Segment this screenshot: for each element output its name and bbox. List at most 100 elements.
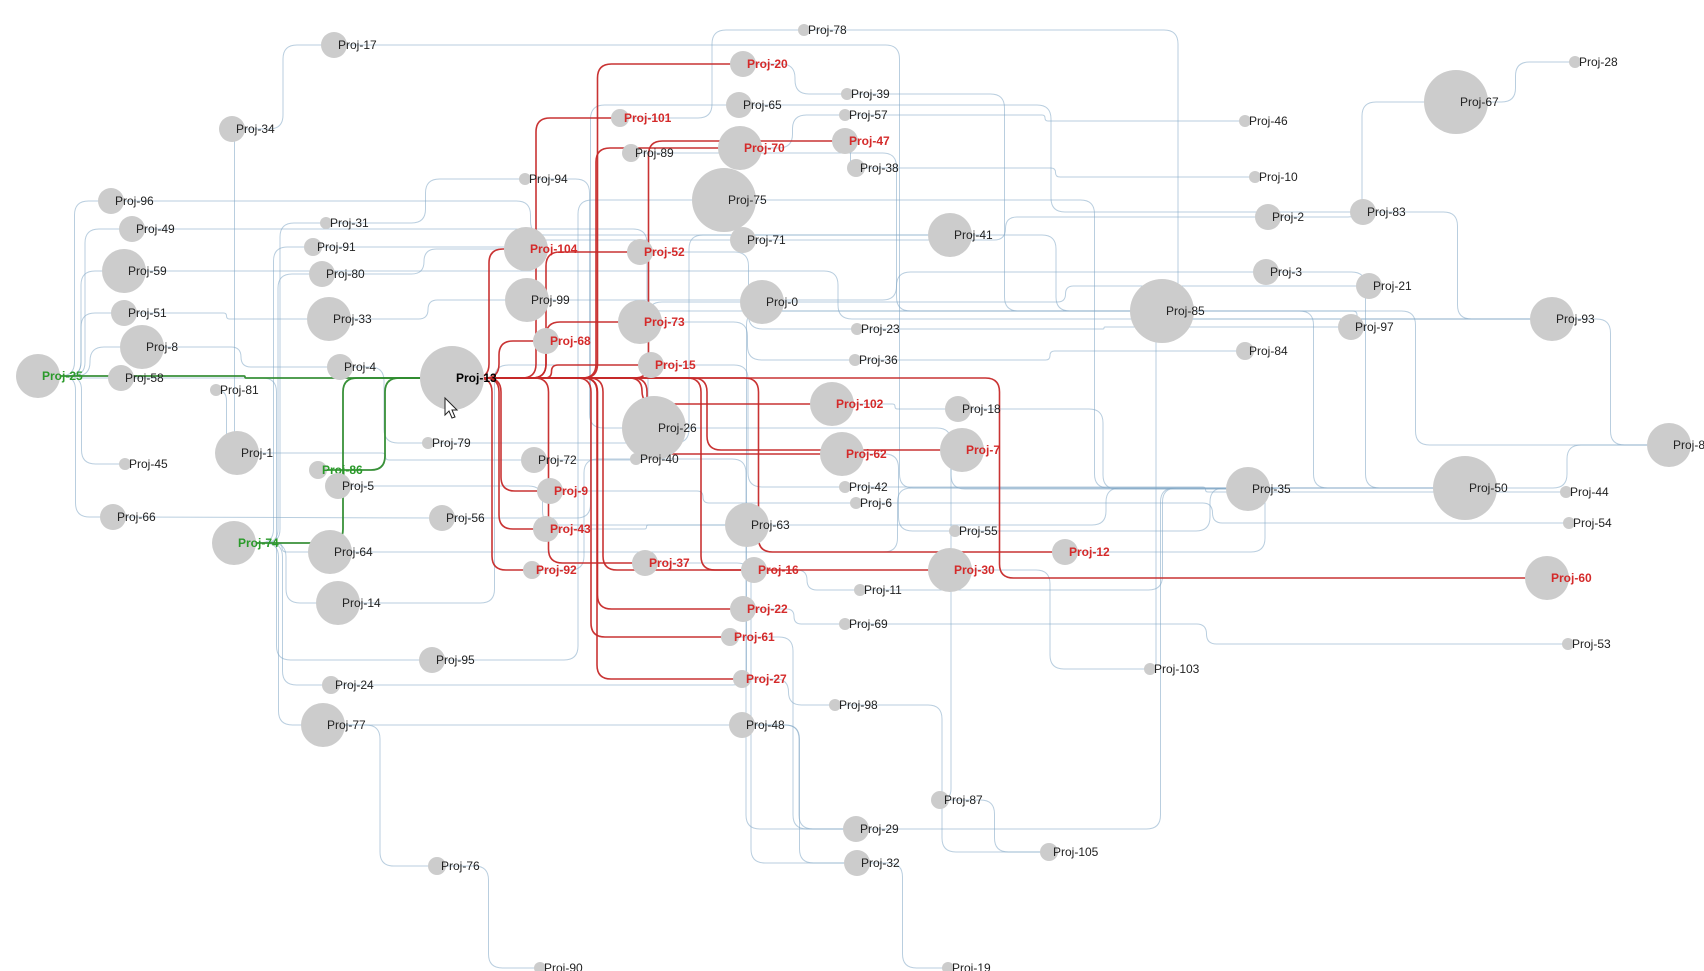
node-proj-30[interactable]: Proj-30 [928, 548, 995, 592]
node-proj-49[interactable]: Proj-49 [119, 216, 175, 242]
node-proj-95[interactable]: Proj-95 [419, 647, 475, 673]
node-circle[interactable] [1253, 259, 1279, 285]
node-proj-80[interactable]: Proj-80 [309, 261, 365, 287]
node-circle[interactable] [733, 670, 751, 688]
node-circle[interactable] [419, 647, 445, 673]
node-proj-51[interactable]: Proj-51 [111, 300, 167, 326]
node-circle[interactable] [100, 504, 126, 530]
node-proj-97[interactable]: Proj-97 [1338, 314, 1394, 340]
node-circle[interactable] [630, 453, 642, 465]
node-circle[interactable] [1563, 517, 1575, 529]
node-circle[interactable] [16, 354, 60, 398]
node-proj-86[interactable]: Proj-86 [309, 461, 363, 479]
node-circle[interactable] [1052, 539, 1078, 565]
node-proj-82[interactable]: Proj-82 [1647, 423, 1704, 467]
node-proj-28[interactable]: Proj-28 [1569, 55, 1618, 69]
node-proj-15[interactable]: Proj-15 [638, 352, 696, 378]
node-proj-14[interactable]: Proj-14 [316, 581, 381, 625]
node-circle[interactable] [316, 581, 360, 625]
node-proj-53[interactable]: Proj-53 [1562, 637, 1611, 651]
node-circle[interactable] [945, 396, 971, 422]
node-circle[interactable] [622, 396, 686, 460]
node-circle[interactable] [537, 478, 563, 504]
node-circle[interactable] [1040, 843, 1058, 861]
node-proj-105[interactable]: Proj-105 [1040, 843, 1099, 861]
node-proj-99[interactable]: Proj-99 [505, 278, 570, 322]
node-proj-38[interactable]: Proj-38 [847, 159, 899, 177]
node-circle[interactable] [215, 431, 259, 475]
node-proj-52[interactable]: Proj-52 [627, 239, 685, 265]
node-circle[interactable] [327, 354, 353, 380]
node-circle[interactable] [854, 584, 866, 596]
node-circle[interactable] [940, 428, 984, 472]
node-circle[interactable] [839, 109, 851, 121]
node-proj-13[interactable]: Proj-13 [420, 346, 497, 410]
node-circle[interactable] [219, 116, 245, 142]
node-circle[interactable] [618, 300, 662, 344]
node-proj-64[interactable]: Proj-64 [308, 530, 373, 574]
node-proj-18[interactable]: Proj-18 [945, 396, 1001, 422]
node-circle[interactable] [120, 325, 164, 369]
node-proj-5[interactable]: Proj-5 [325, 473, 374, 499]
node-proj-59[interactable]: Proj-59 [102, 249, 167, 293]
node-circle[interactable] [534, 962, 546, 971]
node-proj-75[interactable]: Proj-75 [692, 168, 767, 232]
node-circle[interactable] [428, 857, 446, 875]
node-circle[interactable] [1560, 486, 1572, 498]
node-circle[interactable] [308, 530, 352, 574]
node-proj-0[interactable]: Proj-0 [740, 280, 798, 324]
node-proj-9[interactable]: Proj-9 [537, 478, 588, 504]
node-circle[interactable] [1424, 70, 1488, 134]
node-circle[interactable] [949, 525, 961, 537]
node-circle[interactable] [627, 239, 653, 265]
node-proj-43[interactable]: Proj-43 [533, 516, 591, 542]
node-circle[interactable] [611, 109, 629, 127]
node-proj-56[interactable]: Proj-56 [429, 505, 485, 531]
node-proj-46[interactable]: Proj-46 [1239, 114, 1288, 128]
node-circle[interactable] [820, 432, 864, 476]
node-proj-90[interactable]: Proj-90 [534, 961, 583, 971]
node-circle[interactable] [325, 473, 351, 499]
node-circle[interactable] [850, 497, 862, 509]
node-proj-50[interactable]: Proj-50 [1433, 456, 1508, 520]
node-proj-96[interactable]: Proj-96 [98, 188, 154, 214]
node-proj-10[interactable]: Proj-10 [1249, 170, 1298, 184]
node-circle[interactable] [1562, 638, 1574, 650]
node-proj-55[interactable]: Proj-55 [949, 524, 998, 538]
node-proj-73[interactable]: Proj-73 [618, 300, 685, 344]
node-circle[interactable] [504, 227, 548, 271]
node-proj-84[interactable]: Proj-84 [1236, 342, 1288, 360]
node-circle[interactable] [307, 297, 351, 341]
node-circle[interactable] [810, 382, 854, 426]
node-proj-31[interactable]: Proj-31 [320, 216, 369, 230]
node-proj-72[interactable]: Proj-72 [521, 447, 577, 473]
node-proj-70[interactable]: Proj-70 [718, 126, 785, 170]
node-circle[interactable] [740, 280, 784, 324]
node-proj-104[interactable]: Proj-104 [504, 227, 578, 271]
node-proj-16[interactable]: Proj-16 [741, 557, 799, 583]
node-circle[interactable] [1530, 297, 1574, 341]
node-circle[interactable] [523, 561, 541, 579]
node-proj-60[interactable]: Proj-60 [1525, 556, 1592, 600]
node-circle[interactable] [422, 437, 434, 449]
node-proj-23[interactable]: Proj-23 [851, 322, 900, 336]
node-circle[interactable] [730, 51, 756, 77]
node-proj-41[interactable]: Proj-41 [928, 213, 993, 257]
node-circle[interactable] [1433, 456, 1497, 520]
node-proj-93[interactable]: Proj-93 [1530, 297, 1595, 341]
node-proj-63[interactable]: Proj-63 [725, 503, 790, 547]
node-circle[interactable] [505, 278, 549, 322]
node-proj-65[interactable]: Proj-65 [726, 92, 782, 118]
node-proj-45[interactable]: Proj-45 [119, 457, 168, 471]
node-circle[interactable] [841, 88, 853, 100]
node-circle[interactable] [533, 516, 559, 542]
node-circle[interactable] [533, 328, 559, 354]
node-proj-20[interactable]: Proj-20 [730, 51, 788, 77]
node-proj-4[interactable]: Proj-4 [327, 354, 376, 380]
node-circle[interactable] [210, 384, 222, 396]
node-circle[interactable] [1144, 663, 1156, 675]
node-proj-27[interactable]: Proj-27 [733, 670, 787, 688]
node-proj-76[interactable]: Proj-76 [428, 857, 480, 875]
node-circle[interactable] [839, 618, 851, 630]
node-proj-71[interactable]: Proj-71 [730, 227, 786, 253]
